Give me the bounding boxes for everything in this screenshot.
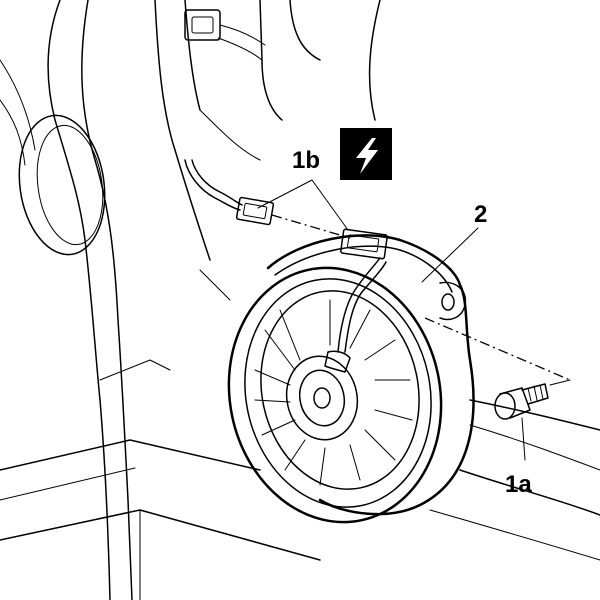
mounting-hole (441, 293, 455, 311)
speaker-connector (340, 228, 388, 260)
screw-alignment-line (424, 317, 571, 381)
label-screw: 1a (505, 471, 532, 498)
speaker (227, 228, 475, 524)
screw-leader-line (521, 417, 526, 461)
lightning-bolt-icon (340, 128, 392, 180)
harness-connector (235, 196, 275, 226)
door-opening (18, 114, 106, 256)
door-clip (184, 9, 266, 61)
wiring-harness (184, 159, 275, 226)
label-connector: 1b (292, 147, 320, 174)
speaker-center (313, 387, 331, 409)
connector-alignment-line (271, 214, 351, 239)
screw-alignment-end (549, 379, 571, 386)
screw (494, 383, 549, 420)
label-speaker: 2 (474, 201, 487, 228)
connector-leader-line (257, 179, 349, 231)
speaker-leader-line (421, 227, 479, 283)
